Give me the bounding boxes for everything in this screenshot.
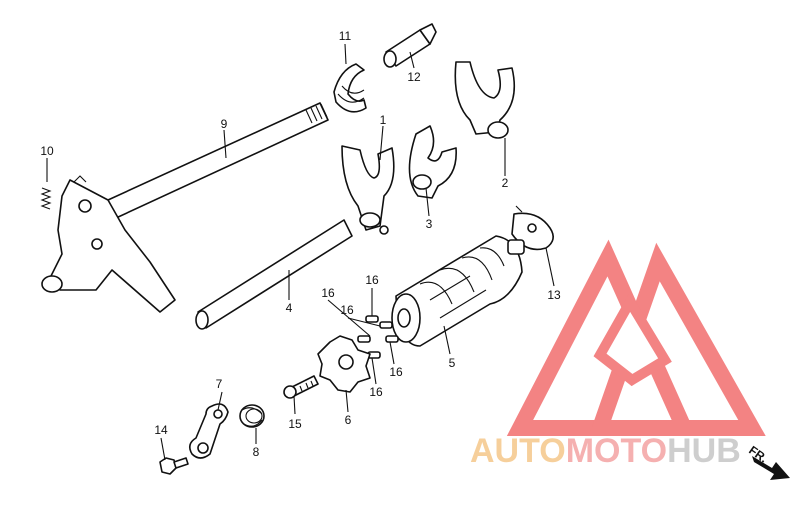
direction-marker: FR. (746, 443, 790, 480)
callout-12: 12 (407, 70, 421, 84)
leader-lines (46, 43, 555, 461)
callout-6: 6 (345, 413, 352, 427)
bolt (283, 375, 319, 399)
shift-fork-3 (408, 125, 457, 199)
callout-1: 1 (380, 113, 387, 127)
shift-fork-2 (454, 61, 516, 139)
spring-clip (333, 63, 367, 113)
watermark-wordmark: AUTOMOTOHUB (470, 432, 741, 470)
fork-shaft (195, 219, 353, 330)
callout-4: 4 (286, 301, 293, 315)
watermark-part3: HUB (667, 432, 741, 470)
callout-16-b: 16 (321, 286, 335, 300)
shift-fork-1 (341, 145, 395, 235)
callout-13: 13 (547, 288, 561, 302)
callout-10: 10 (40, 144, 54, 158)
spring-small (40, 187, 52, 210)
callout-3: 3 (426, 217, 433, 231)
watermark-part1: AUTO (470, 432, 566, 470)
callout-labels: 1 2 3 4 5 6 7 8 9 10 11 12 13 14 15 16 1… (40, 29, 561, 459)
callout-16-a: 16 (365, 273, 379, 287)
callout-15: 15 (288, 417, 302, 431)
shift-shaft (41, 102, 329, 313)
logo-triangle-icon (506, 239, 766, 436)
shift-drum (391, 235, 525, 347)
callout-16-d: 16 (389, 365, 403, 379)
callout-5: 5 (449, 356, 456, 370)
shift-pin (383, 23, 437, 68)
callout-14: 14 (154, 423, 168, 437)
callout-7: 7 (216, 377, 223, 391)
callout-16-e: 16 (369, 385, 383, 399)
flange-bolt (159, 457, 189, 475)
callout-16-c: 16 (340, 303, 354, 317)
star-plate (317, 335, 371, 393)
callout-9: 9 (221, 117, 228, 131)
coil-spring (239, 404, 265, 428)
callout-2: 2 (502, 176, 509, 190)
pin-set (357, 315, 399, 359)
callout-11: 11 (339, 29, 352, 43)
watermark-part2: MOTO (566, 432, 667, 470)
stopper-arm (188, 403, 229, 459)
callout-8: 8 (253, 445, 260, 459)
arrow-right-icon (752, 456, 790, 480)
